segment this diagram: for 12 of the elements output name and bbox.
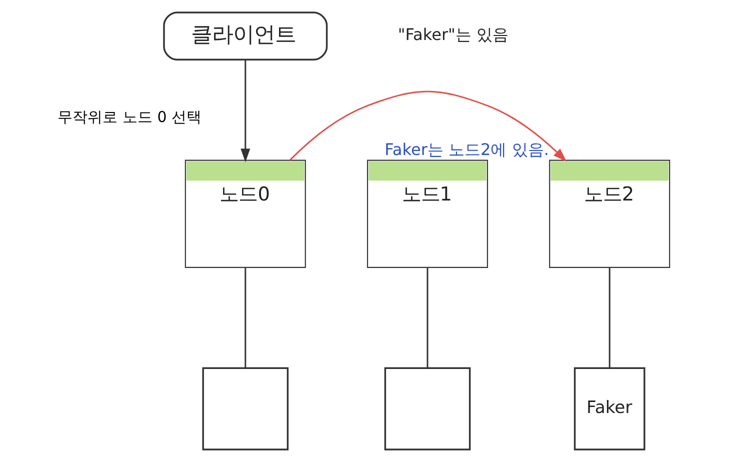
edge-label: 무작위로 노드 0 선택 bbox=[58, 108, 202, 126]
arrow bbox=[289, 90, 567, 162]
node-box bbox=[384, 367, 471, 450]
connector bbox=[244, 268, 246, 368]
label: "Faker"는 있음 bbox=[398, 24, 509, 44]
connector bbox=[426, 268, 428, 368]
node-box: Faker bbox=[574, 367, 646, 450]
node-box bbox=[202, 367, 289, 450]
arrow bbox=[240, 60, 250, 162]
connector bbox=[608, 268, 610, 368]
node-label: Faker는 노드2에 있음. bbox=[384, 140, 549, 159]
node-box: 클라이언트 bbox=[163, 12, 328, 60]
